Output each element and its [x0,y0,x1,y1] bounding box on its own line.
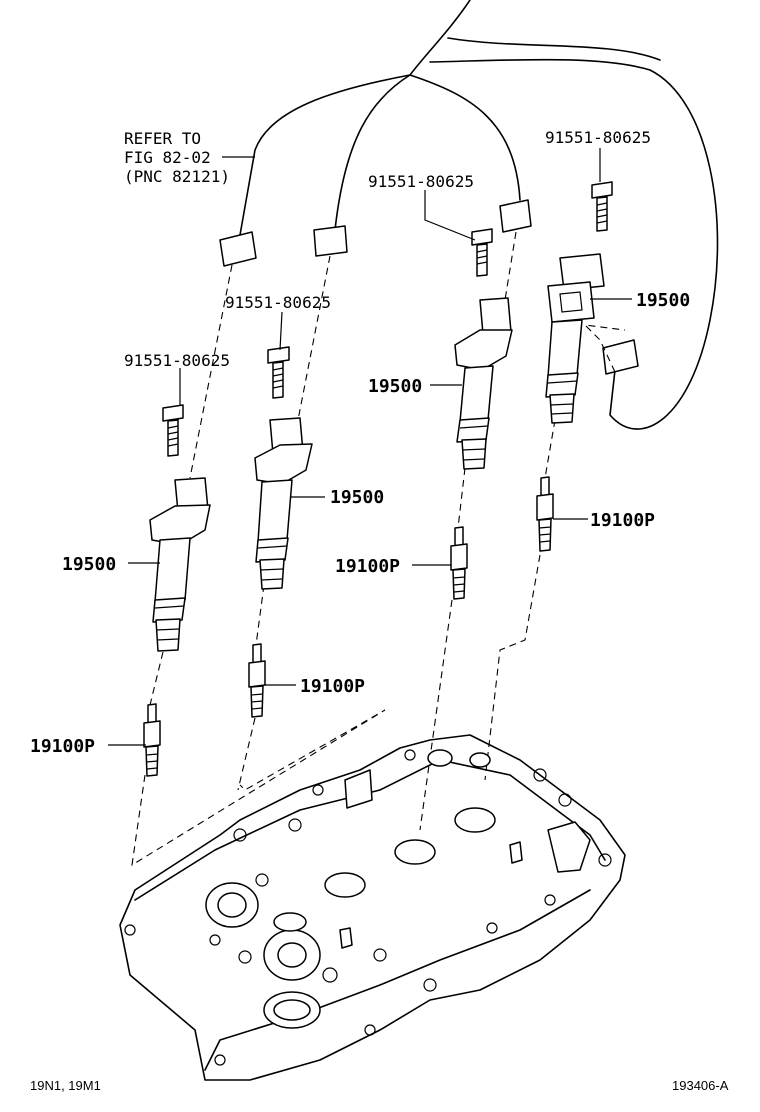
coil-2-label: 19500 [330,487,384,508]
bolt-4-label: 91551-80625 [545,128,651,147]
refer-note: REFER TO FIG 82-02 (PNC 82121) [124,129,230,186]
bolt-3-icon [471,228,493,277]
plug-2-label: 19100P [300,676,365,697]
bolt-2-icon [267,346,290,399]
model-codes: 19N1, 19M1 [30,1078,101,1093]
bolt-1-label: 91551-80625 [124,351,230,370]
ignition-coil-4-icon [545,253,605,424]
plug-1-label: 19100P [30,736,95,757]
plug-3-label: 19100P [335,556,400,577]
refer-note-line-2: FIG 82-02 [124,148,211,167]
ignition-coil-1-icon [149,477,211,652]
spark-plug-1-icon [143,703,161,777]
figure-id: 193406-A [672,1078,729,1093]
bolt-4-icon [591,181,613,232]
alignment-lines [131,231,626,867]
coil-1-label: 19500 [62,554,116,575]
bolt-2-label: 91551-80625 [225,293,331,312]
coil-4-label: 19500 [636,290,690,311]
spark-plug-4-icon [536,476,554,552]
bolt-3-label: 91551-80625 [368,172,474,191]
wire-connectors [219,199,639,375]
spark-plug-3-icon [450,526,468,600]
leader-lines [108,148,632,746]
wire-harness [239,0,719,430]
bolt-1-icon [162,404,184,457]
refer-note-line-1: REFER TO [124,129,201,148]
coil-3-label: 19500 [368,376,422,397]
refer-note-line-3: (PNC 82121) [124,167,230,186]
plug-4-label: 19100P [590,510,655,531]
ignition-coil-2-icon [254,417,313,590]
cylinder-head-cover-icon [119,734,626,1081]
ignition-coil-3-icon [454,297,513,470]
spark-plug-2-icon [248,643,266,718]
